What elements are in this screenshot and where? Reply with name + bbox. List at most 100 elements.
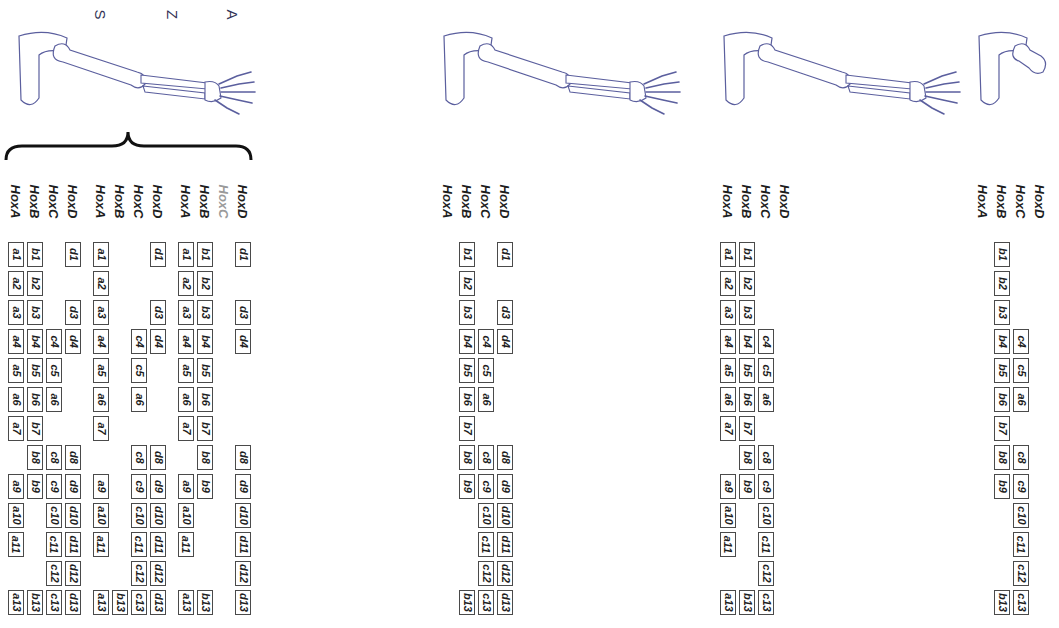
gene-box: c10 bbox=[46, 503, 62, 528]
bracket bbox=[6, 132, 251, 160]
gene-box: a4 bbox=[178, 329, 194, 354]
segment-letter: S bbox=[90, 2, 110, 26]
cluster-name: HoxC bbox=[760, 184, 773, 218]
gene-box: d12 bbox=[150, 561, 166, 586]
gene-box: a2 bbox=[178, 271, 194, 296]
cluster-label: HoxB bbox=[197, 168, 213, 234]
gene-box: d9 bbox=[65, 474, 81, 499]
gene-name: c4 bbox=[49, 335, 60, 347]
gene-name: a2 bbox=[96, 277, 107, 289]
gene-name: a6 bbox=[723, 393, 734, 405]
gene-name: a11 bbox=[723, 536, 734, 554]
gene-box: d10 bbox=[235, 503, 251, 528]
gene-box: a6 bbox=[8, 387, 24, 412]
gene-box: d11 bbox=[235, 532, 251, 557]
gene-box: c10 bbox=[758, 503, 774, 528]
cluster-name: HoxC bbox=[48, 184, 61, 218]
gene-name: d1 bbox=[153, 248, 164, 261]
cluster-label: HoxB bbox=[459, 168, 475, 234]
gene-name: c10 bbox=[481, 506, 492, 524]
gene-box: d13 bbox=[235, 590, 251, 615]
gene-box: b13 bbox=[459, 590, 475, 615]
gene-box: a1 bbox=[178, 242, 194, 267]
gene-name: a3 bbox=[723, 306, 734, 318]
gene-name: c8 bbox=[481, 451, 492, 463]
gene-name: d12 bbox=[500, 564, 511, 583]
gene-box: d1 bbox=[150, 242, 166, 267]
gene-name: a6 bbox=[49, 393, 60, 405]
gene-name: c12 bbox=[1016, 564, 1027, 582]
cluster-label: HoxB bbox=[27, 168, 43, 234]
gene-name: d11 bbox=[238, 535, 249, 553]
gene-name: d1 bbox=[500, 248, 511, 261]
gene-name: d4 bbox=[153, 335, 164, 348]
gene-name: d13 bbox=[500, 593, 511, 612]
gene-box: c13 bbox=[478, 590, 494, 615]
gene-name: b5 bbox=[997, 364, 1008, 377]
gene-box: a10 bbox=[8, 503, 24, 528]
gene-name: b5 bbox=[742, 364, 753, 377]
gene-box: b3 bbox=[197, 300, 213, 325]
gene-name: a9 bbox=[723, 480, 734, 492]
cluster-name: HoxB bbox=[199, 184, 212, 218]
gene-name: a2 bbox=[723, 277, 734, 289]
gene-name: d10 bbox=[68, 506, 79, 525]
gene-box: b6 bbox=[739, 387, 755, 412]
gene-box: a5 bbox=[720, 358, 736, 383]
gene-box: d9 bbox=[497, 474, 513, 499]
gene-box: d9 bbox=[150, 474, 166, 499]
cluster-name: HoxA bbox=[180, 184, 193, 218]
cluster-label: HoxD bbox=[777, 168, 793, 234]
cluster-label: HoxA bbox=[720, 168, 736, 234]
gene-name: d8 bbox=[238, 451, 249, 464]
gene-box: d11 bbox=[65, 532, 81, 557]
gene-box: d4 bbox=[65, 329, 81, 354]
gene-box: c9 bbox=[758, 474, 774, 499]
gene-box: c11 bbox=[758, 532, 774, 557]
gene-name: b9 bbox=[742, 480, 753, 493]
gene-box: c8 bbox=[1013, 445, 1029, 470]
gene-name: b3 bbox=[30, 306, 41, 319]
gene-box: a13 bbox=[178, 590, 194, 615]
cluster-name: HoxB bbox=[461, 184, 474, 218]
gene-box: a13 bbox=[93, 590, 109, 615]
gene-name: c11 bbox=[481, 536, 492, 554]
gene-box: b13 bbox=[739, 590, 755, 615]
gene-name: d3 bbox=[238, 306, 249, 319]
gene-name: d13 bbox=[238, 593, 249, 612]
gene-name: b13 bbox=[462, 593, 473, 612]
gene-name: c9 bbox=[481, 480, 492, 492]
gene-box: d10 bbox=[150, 503, 166, 528]
gene-name: a11 bbox=[96, 536, 107, 554]
gene-name: b2 bbox=[30, 277, 41, 290]
gene-box: b13 bbox=[197, 590, 213, 615]
gene-name: c5 bbox=[1016, 364, 1027, 376]
gene-name: c9 bbox=[49, 480, 60, 492]
gene-name: c5 bbox=[481, 364, 492, 376]
gene-name: a1 bbox=[723, 248, 734, 260]
cluster-label: HoxC bbox=[216, 168, 232, 234]
gene-box: c10 bbox=[1013, 503, 1029, 528]
gene-name: b9 bbox=[200, 480, 211, 493]
cluster-name: HoxD bbox=[67, 184, 80, 218]
gene-name: c4 bbox=[761, 335, 772, 347]
gene-name: c12 bbox=[761, 564, 772, 582]
gene-box: d11 bbox=[150, 532, 166, 557]
gene-name: b9 bbox=[30, 480, 41, 493]
gene-box: a3 bbox=[720, 300, 736, 325]
cluster-name: HoxB bbox=[114, 184, 127, 218]
gene-box: c4 bbox=[131, 329, 147, 354]
gene-name: d13 bbox=[68, 593, 79, 612]
gene-name: d1 bbox=[68, 248, 79, 261]
gene-box: d3 bbox=[65, 300, 81, 325]
cluster-label: HoxC bbox=[46, 168, 62, 234]
gene-name: b6 bbox=[742, 393, 753, 406]
gene-box: d11 bbox=[497, 532, 513, 557]
cluster-label: HoxC bbox=[131, 168, 147, 234]
gene-name: d12 bbox=[153, 564, 164, 583]
gene-box: a11 bbox=[8, 532, 24, 557]
gene-box: a1 bbox=[8, 242, 24, 267]
segment-letter-text: Z bbox=[165, 9, 180, 18]
gene-box: c13 bbox=[1013, 590, 1029, 615]
gene-box: c5 bbox=[131, 358, 147, 383]
